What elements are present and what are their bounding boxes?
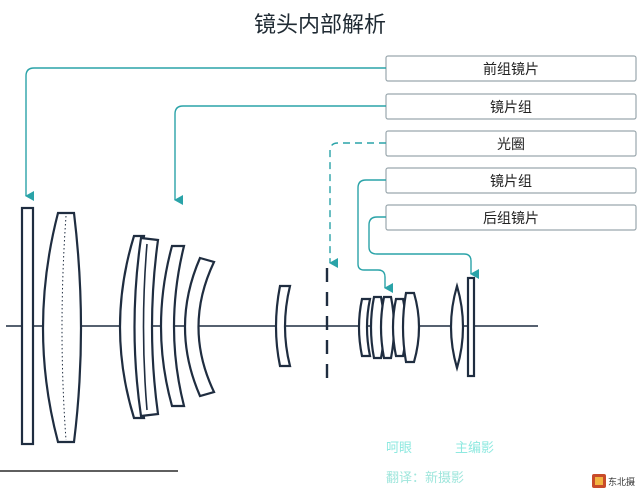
leader-front-group [25,67,386,201]
group1-element-3 [159,244,186,408]
front-lens-element-1 [20,206,35,446]
callout-rear-group: 后组镜片 [385,204,637,231]
callout-aperture-label: 光圈 [497,137,525,153]
callout-front-group-label: 前组镜片 [483,61,539,78]
logo-text: 东北摄 [608,476,635,488]
leader-rear-group [368,216,479,279]
rear-lens-element-2 [466,276,476,378]
credit-line-2: 翻译：新摄影 [386,470,464,486]
watermark-logo: 东北摄 [592,474,635,488]
group2-element-1 [357,297,372,358]
front-lens-element-2 [41,211,83,444]
callout-lens-group-2: 镜片组 [385,167,637,194]
lens-group-2 [357,291,421,364]
callout-front-group: 前组镜片 [385,55,637,82]
lens-group-1 [118,234,216,420]
diagram-title: 镜头内部解析 [254,13,386,38]
front-lens-group [20,206,83,446]
callout-lens-group-1-label: 镜片组 [490,100,532,116]
credit-line-1-left: 呵眼 [386,441,412,456]
callout-lens-group-1: 镜片组 [385,93,637,120]
leader-lens-group-1 [174,105,386,205]
callout-rear-group-label: 后组镜片 [483,211,539,227]
callout-lens-group-2-label: 镜片组 [490,174,532,190]
group1-element-4 [183,256,216,398]
callout-aperture: 光圈 [385,130,637,157]
group2-element-3 [379,295,396,360]
middle-lens [274,284,292,368]
rear-lens-element-1 [449,282,465,372]
group2-element-5 [401,291,421,364]
leader-lens-group-2 [357,179,393,293]
rear-lens-group [449,276,476,378]
leader-aperture [329,142,386,268]
credit-line-1-right: 主编影 [455,441,494,456]
